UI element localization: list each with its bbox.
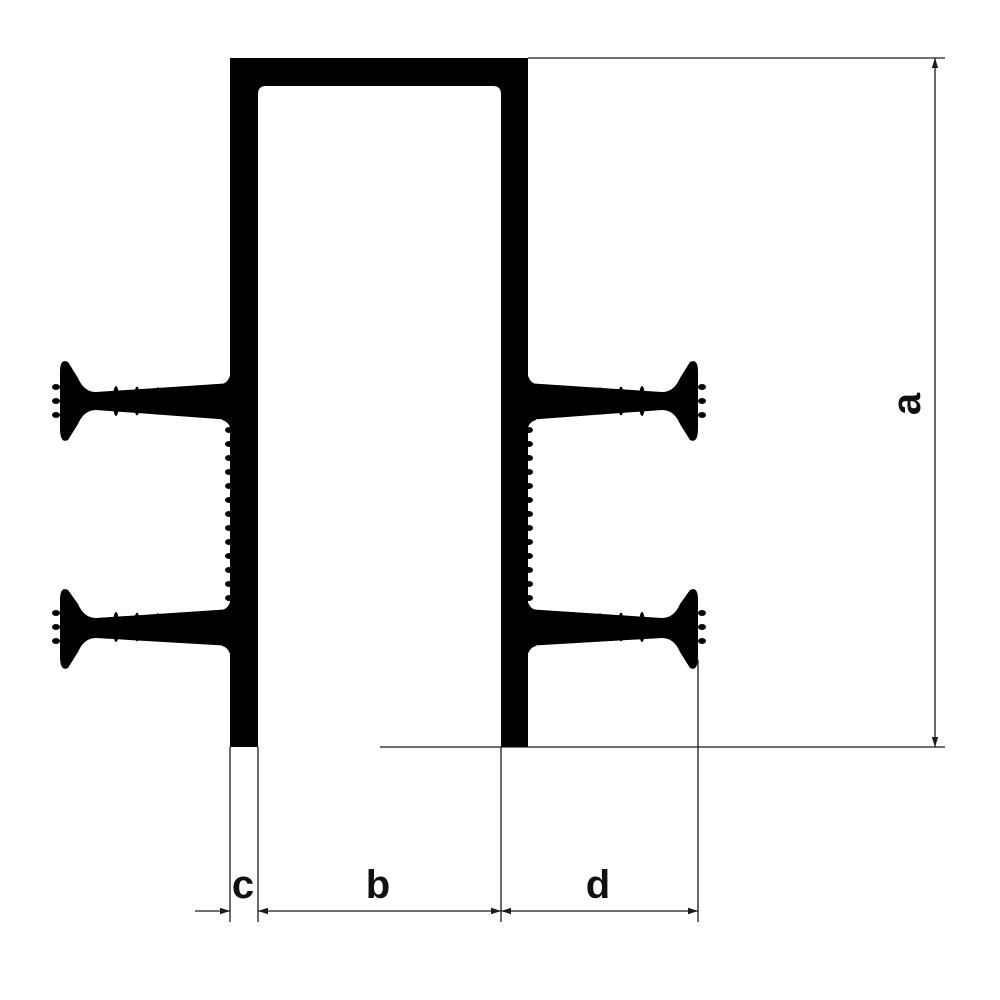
anchor-rib [175, 613, 183, 641]
wall-serration [225, 511, 233, 517]
wall-serration [525, 595, 533, 601]
right-upper-anchor [526, 361, 698, 441]
anchor-rib [112, 386, 120, 416]
wall-serrations [225, 427, 533, 601]
anchor-rib [596, 387, 604, 415]
wall-serration [525, 581, 533, 587]
anchor-tip-nub [52, 398, 60, 404]
wall-serration [525, 553, 533, 559]
waterstop-profile [52, 58, 706, 747]
anchor-tip-nub [52, 638, 60, 644]
wall-serration [525, 567, 533, 573]
anchor-tip-nub [698, 384, 706, 390]
anchor-ribs [52, 384, 706, 644]
anchor-rib [133, 612, 141, 642]
wall-serration [225, 539, 233, 545]
wall-serration [225, 595, 233, 601]
wall-serration [525, 483, 533, 489]
anchor-tip-nub [698, 638, 706, 644]
anchor-rib [154, 387, 162, 415]
anchor-rib [533, 389, 541, 413]
anchor-rib [554, 388, 562, 414]
anchor-rib [217, 615, 225, 639]
anchor-tip-nub [52, 412, 60, 418]
anchor-tip-nub [698, 412, 706, 418]
anchor-rib [175, 387, 183, 415]
anchor-rib [112, 612, 120, 642]
anchor-rib [617, 612, 625, 642]
anchor-rib [133, 386, 141, 416]
anchor-tip-nub [698, 624, 706, 630]
anchor-rib [638, 612, 646, 642]
left-upper-anchor [60, 361, 232, 441]
anchor-tip-nub [698, 610, 706, 616]
wall-serration [225, 581, 233, 587]
wall-serration [525, 441, 533, 447]
anchor-rib [596, 613, 604, 641]
wall-serration [225, 469, 233, 475]
wall-serration [225, 525, 233, 531]
left-lower-anchor [60, 589, 232, 669]
wall-serration [525, 511, 533, 517]
wall-serration [225, 441, 233, 447]
anchor-tip-nub [52, 384, 60, 390]
wall-serration [525, 427, 533, 433]
anchor-rib [533, 615, 541, 639]
anchor-rib [575, 613, 583, 641]
anchor-tip-nub [52, 610, 60, 616]
dim-a-label: a [885, 392, 929, 415]
anchor-rib [617, 386, 625, 416]
anchor-rib [154, 613, 162, 641]
wall-serration [225, 455, 233, 461]
dim-b-label: b [366, 863, 390, 907]
anchor-rib [554, 614, 562, 640]
wall-serration [525, 539, 533, 545]
dim-c-label: c [232, 863, 254, 907]
right-lower-anchor [526, 589, 698, 669]
wall-serration [225, 483, 233, 489]
wall-serration [225, 497, 233, 503]
anchor-rib [196, 388, 204, 414]
anchor-rib [575, 387, 583, 415]
wall-serration [225, 553, 233, 559]
wall-serration [525, 469, 533, 475]
wall-serration [525, 455, 533, 461]
anchor-rib [196, 614, 204, 640]
dimensions: a c b d [195, 57, 945, 922]
wall-serration [525, 497, 533, 503]
wall-serration [525, 525, 533, 531]
anchor-rib [638, 386, 646, 416]
anchor-tip-nub [52, 624, 60, 630]
u-channel-body [230, 58, 528, 747]
anchor-tip-nub [698, 398, 706, 404]
wall-serration [225, 427, 233, 433]
dim-d-label: d [586, 863, 610, 907]
anchor-rib [217, 389, 225, 413]
wall-serration [225, 567, 233, 573]
